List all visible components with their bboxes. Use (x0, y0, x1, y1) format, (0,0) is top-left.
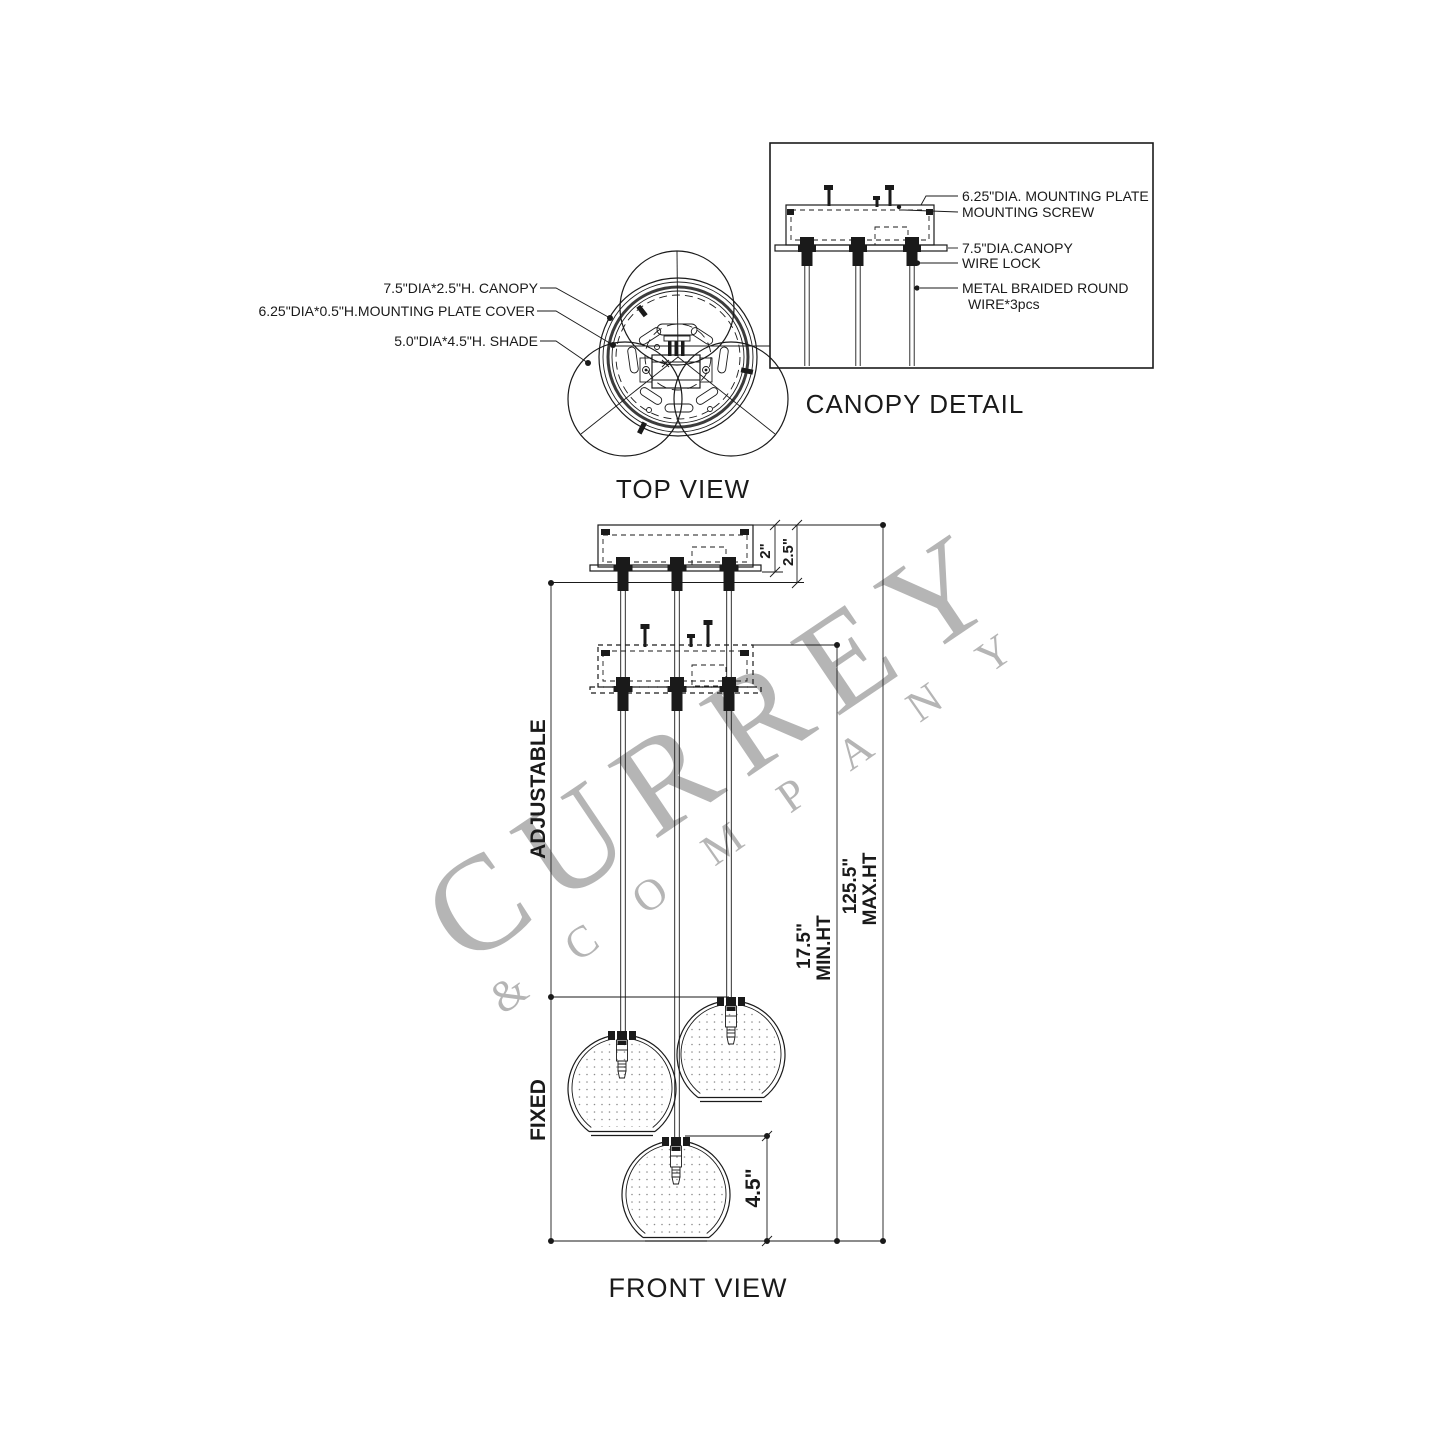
canopy-detail-frame (769, 142, 1154, 369)
label-mounting-screw: MOUNTING SCREW (962, 204, 1095, 220)
label-wire-lock: WIRE LOCK (962, 255, 1041, 271)
dim-shade-height: 4.5" (742, 1168, 765, 1207)
front-view-dimension-lines (548, 519, 886, 1247)
top-view-ring-ticks (636, 304, 754, 435)
top-view-title: TOP VIEW (616, 474, 750, 504)
top-view-socket-bars (668, 341, 685, 356)
front-view-top-canopy (589, 524, 762, 591)
canopy-detail-title: CANOPY DETAIL (806, 389, 1025, 419)
top-view-center-assembly (639, 344, 713, 413)
top-view-shade-left (567, 341, 683, 457)
front-view-lowered-plate (589, 620, 762, 711)
top-view-hang-lines (580, 250, 776, 435)
globe-socket (662, 1137, 690, 1185)
detail-junction-box (874, 226, 909, 246)
dim-plate-height: 2" (757, 543, 774, 558)
label-shade-size: 5.0"DIA*4.5"H. SHADE (394, 333, 538, 349)
top-view-leader-lines (537, 287, 770, 366)
top-view-canopy-outer (598, 277, 758, 437)
pendant-globe-upper-right (676, 997, 786, 1103)
pendant-globe-left (567, 1031, 677, 1137)
detail-leader-lines (903, 195, 959, 291)
front-view-title: FRONT VIEW (608, 1273, 787, 1303)
front-view-drawing: 2" 2.5" ADJUSTABLE FIXED 17.5" MIN.HT 12… (527, 519, 886, 1303)
detail-wire-locks (798, 237, 921, 266)
dim-adjustable: ADJUSTABLE (527, 719, 550, 859)
dim-fixed: FIXED (527, 1079, 550, 1141)
top-view-drawing: 7.5"DIA*2.5"H. CANOPY 6.25"DIA*0.5"H.MOU… (258, 250, 789, 504)
label-braided-wire-1: METAL BRAIDED ROUND (962, 280, 1128, 296)
globe-socket (608, 1031, 636, 1079)
label-braided-wire-2: WIRE*3pcs (968, 296, 1040, 312)
pendant-globe-bottom (621, 1137, 731, 1242)
label-detail-canopy: 7.5"DIA.CANOPY (962, 240, 1073, 256)
detail-mounting-screws (824, 185, 902, 210)
canopy-detail-drawing: 6.25"DIA. MOUNTING PLATE MOUNTING SCREW … (769, 142, 1154, 419)
dim-min-height-value: 17.5" (794, 923, 815, 969)
detail-wires (804, 266, 915, 366)
dim-max-height-label: MAX.HT (860, 852, 881, 925)
front-view-plate-screws (640, 620, 713, 647)
globe-socket (717, 997, 745, 1045)
dim-min-height-label: MIN.HT (814, 915, 835, 981)
label-mounting-plate: 6.25"DIA. MOUNTING PLATE (962, 188, 1149, 204)
label-canopy-size: 7.5"DIA*2.5"H. CANOPY (383, 280, 538, 296)
dim-canopy-height: 2.5" (780, 538, 797, 566)
top-view-shade-right (673, 341, 789, 457)
dim-max-height-value: 125.5" (840, 858, 861, 915)
label-mounting-plate-cover-size: 6.25"DIA*0.5"H.MOUNTING PLATE COVER (258, 303, 535, 319)
